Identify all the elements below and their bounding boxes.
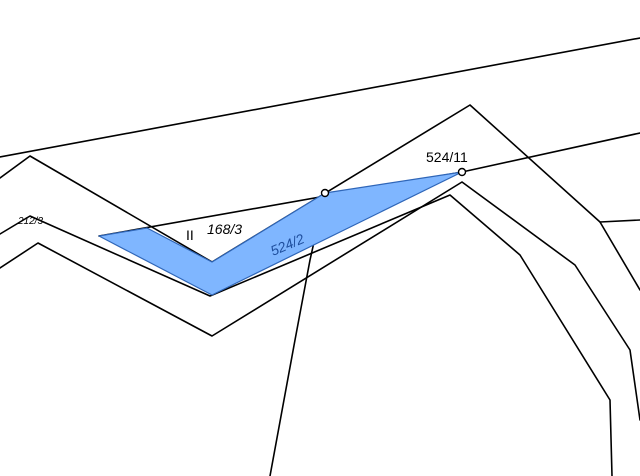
road-edge-middle xyxy=(0,194,613,476)
parcel-label-524-11: 524/11 xyxy=(426,149,468,165)
road-edge-upper xyxy=(0,104,640,263)
parcel-524-2-highlight[interactable] xyxy=(98,171,463,296)
parcel-label-roman: II xyxy=(186,227,194,243)
road-edge-lower xyxy=(0,181,640,421)
vertex-point[interactable] xyxy=(320,188,330,198)
road-edge-right xyxy=(599,221,640,291)
boundary-line-top xyxy=(0,37,640,158)
parcel-label-168-3: 168/3 xyxy=(207,221,242,237)
vertex-point[interactable] xyxy=(457,167,467,177)
parcel-label-212-3: 212/3 xyxy=(17,216,43,227)
